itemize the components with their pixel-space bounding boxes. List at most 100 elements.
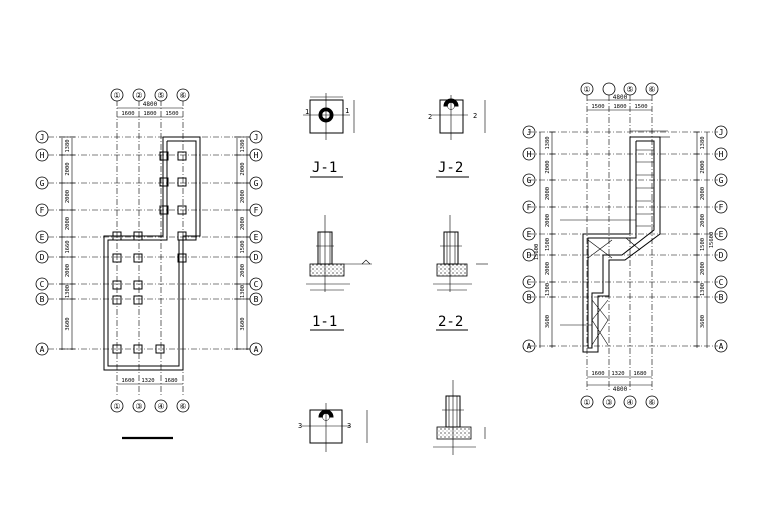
left-row-bubble-label: F bbox=[40, 206, 45, 215]
right-row-bubble: A bbox=[249, 342, 263, 356]
bottom-axis-bubble: ③ bbox=[132, 399, 146, 413]
r-bottom-dim-3: 1680 bbox=[633, 371, 646, 377]
bottom-dim-1: 1600 bbox=[121, 378, 134, 384]
r-top-axis-bubble bbox=[602, 82, 616, 96]
left-dim: 2000 bbox=[65, 190, 71, 203]
r-right-dim: 2000 bbox=[700, 262, 706, 275]
r-left-dim: 1300 bbox=[545, 283, 551, 296]
right-row-bubble-label: B bbox=[254, 295, 259, 304]
top-axis-bubble: ⑤ bbox=[154, 88, 168, 102]
r-left-dim: 2000 bbox=[545, 214, 551, 227]
left-dim: 1380 bbox=[65, 139, 71, 152]
r-right-dim: 3600 bbox=[700, 315, 706, 328]
r-right-row-bubble: A bbox=[714, 339, 728, 353]
left-dim: 1660 bbox=[65, 240, 71, 253]
section-3-3 bbox=[433, 380, 486, 455]
left-dim: 2000 bbox=[65, 264, 71, 277]
top-axis-bubble-label: ⑤ bbox=[157, 91, 164, 100]
r-left-row-bubble-label: A bbox=[527, 342, 532, 351]
r-top-total-dim: 4800 bbox=[613, 94, 628, 101]
right-dim: 3600 bbox=[240, 317, 246, 330]
left-dim: 2000 bbox=[65, 217, 71, 230]
section-1-1 bbox=[306, 215, 372, 292]
r-right-dim: 2000 bbox=[700, 214, 706, 227]
right-dim: 1300 bbox=[240, 285, 246, 298]
j3-mark-left: 3 bbox=[298, 422, 302, 430]
left-row-bubble-label: B bbox=[40, 295, 45, 304]
r-bottom-axis-bubble: ⑥ bbox=[645, 395, 659, 409]
left-row-bubble-label: D bbox=[40, 253, 45, 262]
r-right-dim: 1380 bbox=[700, 136, 706, 149]
r-bottom-axis-bubble-label: ④ bbox=[626, 398, 633, 407]
right-row-bubble: E bbox=[249, 230, 263, 244]
left-row-bubble: F bbox=[35, 203, 49, 217]
r-right-dim: 1500 bbox=[700, 238, 706, 251]
right-dim: 2000 bbox=[240, 190, 246, 203]
section-2-2 bbox=[433, 215, 488, 292]
bottom-axis-bubble: ④ bbox=[154, 399, 168, 413]
r-left-dim: 1380 bbox=[545, 136, 551, 149]
left-row-bubble-label: C bbox=[40, 280, 45, 289]
foundation-plan-left: 4800 1600 1800 1500 1600 1320 1680 bbox=[35, 88, 263, 440]
bottom-dim-2: 1320 bbox=[141, 378, 154, 384]
right-row-bubble: B bbox=[249, 292, 263, 306]
r-top-dim-3: 1500 bbox=[634, 104, 647, 110]
r-right-row-bubble: F bbox=[714, 200, 728, 214]
top-dim-3: 1500 bbox=[165, 111, 178, 117]
r-left-row-bubble-label: C bbox=[527, 278, 532, 287]
top-axis-bubble-label: ② bbox=[135, 91, 142, 100]
r-right-extra-dim: 15600 bbox=[709, 232, 715, 249]
left-row-bubble-label: H bbox=[40, 151, 45, 160]
r-top-axis-bubble-label: ① bbox=[583, 85, 590, 94]
r-left-row-bubble-label: E bbox=[527, 230, 532, 239]
top-axis-bubble: ⑥ bbox=[176, 88, 190, 102]
left-row-bubble: B bbox=[35, 292, 49, 306]
top-dim-1: 1600 bbox=[121, 111, 134, 117]
r-right-row-bubble-label: H bbox=[719, 150, 724, 159]
footing-details: 1 1 J-1 2 2 J-2 bbox=[298, 93, 488, 455]
r-right-row-bubble-label: F bbox=[719, 203, 724, 212]
right-row-bubble-label: D bbox=[254, 253, 259, 262]
left-row-bubble-label: G bbox=[40, 179, 45, 188]
left-row-bubble: D bbox=[35, 250, 49, 264]
r-left-row-bubble-label: G bbox=[527, 176, 532, 185]
foundation-plan-right: 4800 1500 1800 1500 1600 1320 1680 4800 … bbox=[522, 82, 728, 409]
r-top-dim-1: 1500 bbox=[591, 104, 604, 110]
right-row-bubble: D bbox=[249, 250, 263, 264]
r-bottom-axis-bubble-label: ① bbox=[583, 398, 590, 407]
r-left-dim: 1500 bbox=[545, 238, 551, 251]
r-bottom-total-dim: 4800 bbox=[613, 386, 628, 393]
left-row-bubble: J bbox=[35, 130, 49, 144]
foundation-strip-hatch bbox=[560, 149, 654, 346]
left-dim: 2000 bbox=[65, 162, 71, 175]
r-right-row-bubble: C bbox=[714, 275, 728, 289]
r-left-row-bubble-label: H bbox=[527, 150, 532, 159]
top-axis-bubble: ② bbox=[132, 88, 146, 102]
top-axis-bubble-label: ⑥ bbox=[179, 91, 186, 100]
r-left-row-bubble-label: B bbox=[527, 293, 532, 302]
right-row-bubble-label: A bbox=[254, 345, 259, 354]
r-left-row-bubble-label: J bbox=[527, 128, 532, 137]
right-row-bubble-label: F bbox=[254, 206, 259, 215]
r-top-axis-bubble-label: ⑤ bbox=[626, 85, 633, 94]
j1-mark-right: 1 bbox=[345, 107, 349, 115]
r-right-row-bubble: J bbox=[714, 125, 728, 139]
r-left-dim: 2000 bbox=[545, 160, 551, 173]
r-top-axis-bubble-label: ⑥ bbox=[648, 85, 655, 94]
r-bottom-dim-2: 1320 bbox=[611, 371, 624, 377]
detail-j2-title: J-2 bbox=[438, 160, 463, 176]
right-row-bubble-label: J bbox=[254, 133, 259, 142]
section-1-1-title: 1-1 bbox=[312, 314, 337, 330]
bottom-axis-bubble-label: ⑥ bbox=[179, 402, 186, 411]
r-left-row-bubble-label: D bbox=[527, 251, 532, 260]
bottom-dim-3: 1680 bbox=[164, 378, 177, 384]
right-row-bubble: H bbox=[249, 148, 263, 162]
r-right-dim: 1300 bbox=[700, 283, 706, 296]
right-row-bubble-label: H bbox=[254, 151, 259, 160]
top-total-dim: 4800 bbox=[143, 101, 158, 108]
r-bottom-axis-bubble: ① bbox=[580, 395, 594, 409]
left-row-bubble-label: E bbox=[40, 233, 45, 242]
r-left-extra-dim: 15600 bbox=[534, 244, 540, 261]
r-top-dim-2: 1800 bbox=[613, 104, 626, 110]
